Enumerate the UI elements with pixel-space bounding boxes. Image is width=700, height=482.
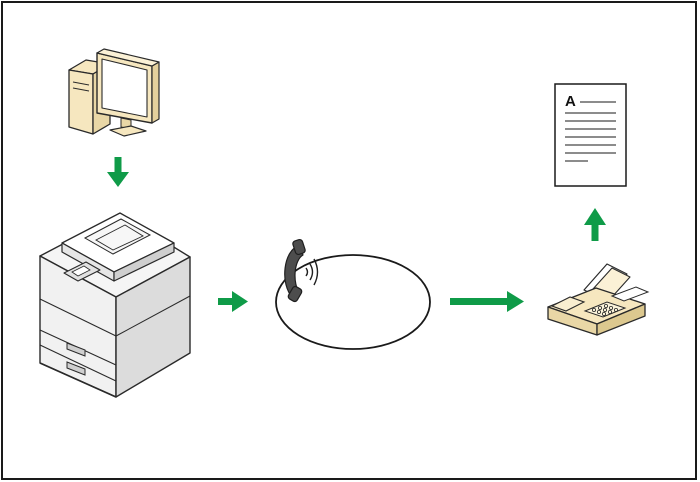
arrow-up: [584, 208, 606, 241]
arrow-right: [450, 291, 524, 312]
arrow-down: [107, 157, 129, 187]
fax-machine-icon: [547, 263, 650, 336]
multifunction-printer-icon: [39, 212, 191, 398]
printed-document-icon: A: [554, 83, 627, 187]
arrow-right: [218, 291, 248, 312]
phone-handset-icon: [284, 238, 319, 303]
telephone-line-icon: [275, 238, 431, 350]
computer-icon: [68, 48, 160, 137]
document-letter: A: [565, 93, 576, 110]
